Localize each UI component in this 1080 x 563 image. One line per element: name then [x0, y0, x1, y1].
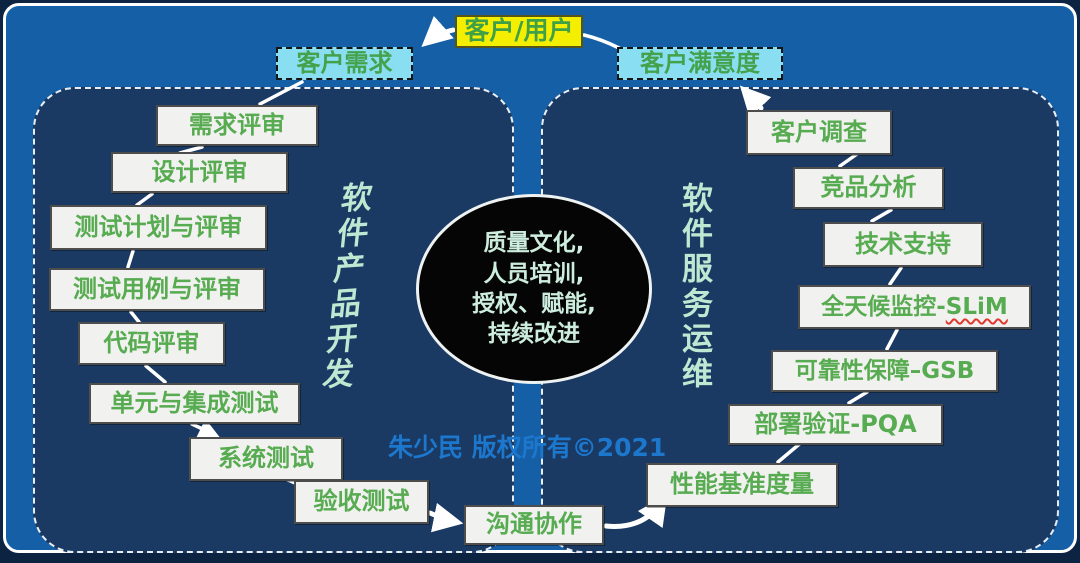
node-customer-survey: 客户调查	[746, 110, 892, 155]
node-unit-integration-test: 单元与集成测试	[89, 383, 300, 424]
ellipse-line: 质量文化,	[483, 230, 585, 257]
node-label: 需求评审	[189, 110, 285, 139]
node-requirements-review: 需求评审	[156, 105, 318, 146]
node-label: 设计评审	[151, 157, 248, 186]
node-performance-benchmark: 性能基准度量	[646, 463, 838, 507]
node-label: 技术支持	[855, 229, 951, 258]
node-label: 客户调查	[771, 117, 867, 146]
node-communication-collaboration: 沟通协作	[464, 505, 604, 545]
node-label: 可靠性保障–GSB	[794, 357, 975, 384]
node-label: 测试用例与评审	[73, 274, 241, 303]
node-label: 性能基准度量	[670, 470, 814, 499]
node-label-term: SLiM	[945, 293, 1008, 320]
node-technical-support: 技术支持	[823, 222, 983, 267]
node-customer-requirements: 客户需求	[276, 47, 413, 80]
node-label: 全天候监控-	[821, 293, 946, 320]
node-customer-satisfaction-label: 客户满意度	[640, 48, 760, 77]
copyright-watermark: 朱少民 版权所有©2021	[388, 433, 667, 462]
node-customer-user-label: 客户/用户	[464, 16, 574, 46]
node-monitoring-slim: 全天候监控-SLiM	[798, 285, 1031, 329]
node-test-case-review: 测试用例与评审	[49, 268, 265, 311]
arrow-user-to-requirements	[421, 15, 456, 47]
node-label: 系统测试	[218, 444, 314, 473]
ellipse-line: 授权、赋能,	[472, 291, 596, 317]
node-label: 测试计划与评审	[74, 212, 243, 241]
node-customer-satisfaction: 客户满意度	[617, 47, 783, 80]
ellipse-line: 人员培训,	[483, 260, 585, 287]
link-satisfaction-to-customer	[582, 33, 621, 50]
label-software-service-operations: 软件服务运维	[676, 182, 712, 392]
slide-background: 客户/用户 客户需求 客户满意度 需求评审 设计评审 测试计划与评审 测试用例与…	[3, 3, 1077, 553]
node-customer-requirements-label: 客户需求	[296, 48, 393, 77]
node-test-plan-review: 测试计划与评审	[50, 205, 267, 250]
node-code-review: 代码评审	[78, 322, 225, 365]
node-label: 沟通协作	[486, 510, 582, 539]
ellipse-line: 持续改进	[488, 321, 580, 348]
node-acceptance-test: 验收测试	[294, 480, 429, 524]
node-label: 单元与集成测试	[110, 388, 279, 417]
node-reliability-gsb: 可靠性保障–GSB	[771, 350, 998, 392]
node-label: 竞品分析	[820, 173, 917, 202]
node-label: 验收测试	[313, 487, 410, 516]
node-deployment-pqa: 部署验证-PQA	[728, 404, 943, 445]
node-competitive-analysis: 竞品分析	[793, 167, 944, 209]
node-label: 代码评审	[103, 328, 200, 357]
node-design-review: 设计评审	[111, 152, 288, 193]
node-system-test: 系统测试	[189, 437, 343, 481]
node-label: 部署验证-PQA	[754, 409, 917, 438]
node-customer-user: 客户/用户	[455, 15, 583, 48]
center-quality-culture-ellipse: 质量文化, 人员培训, 授权、赋能, 持续改进	[416, 194, 652, 384]
